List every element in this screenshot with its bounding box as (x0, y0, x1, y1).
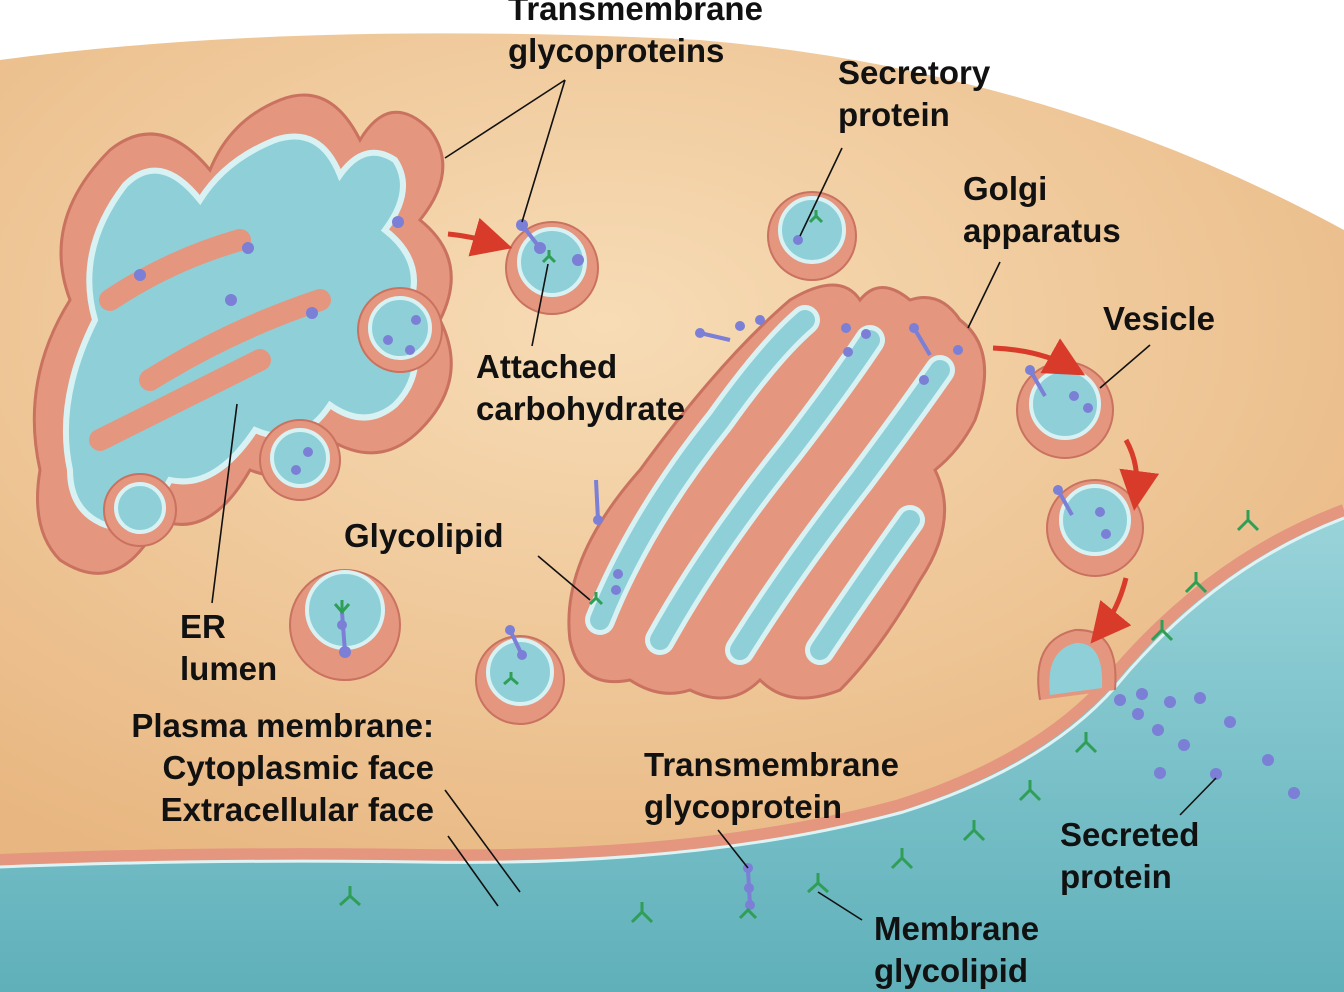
label-glycolipid: Glycolipid (344, 517, 504, 554)
label-attached-carbohydrate: Attached carbohydrate (476, 348, 686, 427)
label-transmembrane-glycoprotein: Transmembrane glycoprotein (644, 746, 899, 825)
endoplasmic-reticulum (32, 93, 453, 575)
plasma-membrane (0, 504, 1344, 866)
er-vesicle (103, 473, 177, 547)
transport-vesicle (1046, 479, 1144, 577)
leader-line-transmembrane-glycoproteins (444, 79, 566, 223)
label-plasma-membrane: Plasma membrane: Cytoplasmic face Extrac… (131, 707, 434, 828)
extracellular-space (0, 510, 1344, 992)
label-membrane-glycolipid: Membrane glycolipid (874, 910, 1040, 989)
vesicle-attached-carbohydrate (505, 219, 599, 315)
leader-line-secretory-protein (799, 147, 843, 237)
er-vesicle (259, 419, 341, 501)
transport-vesicle (1016, 361, 1114, 459)
golgi-cisterna (810, 510, 920, 660)
golgi-cisterna (650, 330, 880, 650)
curved-red-arrow-icon (992, 338, 1086, 376)
leader-line-transmembrane-glycoprotein (717, 829, 749, 869)
protein-dot-icon (225, 294, 237, 306)
leader-line-golgi (967, 261, 1001, 329)
leader-line-attached-carbohydrate (531, 263, 549, 347)
golgi-cisterna (590, 310, 815, 630)
protein-dot-icon (392, 216, 404, 228)
leader-line-er-lumen (211, 403, 238, 604)
curved-red-arrow-icon (1090, 577, 1132, 644)
secretory-vesicle (767, 191, 857, 281)
leader-line-membrane-glycolipid (817, 891, 863, 921)
label-golgi-apparatus: Golgi apparatus (963, 170, 1121, 249)
er-vesicle (357, 287, 443, 373)
plasma-membrane-inner-line (0, 516, 1344, 869)
secreted-proteins (1114, 688, 1300, 799)
leader-lines (211, 79, 1217, 921)
label-vesicle: Vesicle (1103, 300, 1215, 337)
protein-dot-icon (242, 242, 254, 254)
leader-line-glycolipid (537, 555, 591, 601)
golgi-vesicle (475, 625, 565, 725)
label-secreted-protein: Secreted protein (1060, 816, 1200, 895)
transport-vesicle-glycolipid (289, 569, 401, 681)
branched-carbohydrate-icon (338, 510, 1260, 924)
protein-dot-icon (134, 269, 146, 281)
leader-line-cytoplasmic-face (444, 789, 521, 893)
label-transmembrane-glycoproteins: Transmembrane glycoproteins (508, 0, 763, 69)
golgi-cisterna (730, 360, 950, 660)
label-er-lumen: ER lumen (180, 608, 278, 687)
label-secretory-protein: Secretory protein (838, 54, 991, 133)
leader-line-extracellular-face (447, 835, 499, 907)
curved-red-arrow-icon (447, 217, 513, 257)
leader-line-secreted-protein (1179, 777, 1217, 816)
curved-red-arrow-icon (1119, 438, 1160, 511)
golgi-apparatus (567, 283, 987, 700)
fusing-vesicle (1037, 628, 1117, 701)
leader-line-vesicle (1099, 344, 1151, 389)
protein-dot-icon (306, 307, 318, 319)
